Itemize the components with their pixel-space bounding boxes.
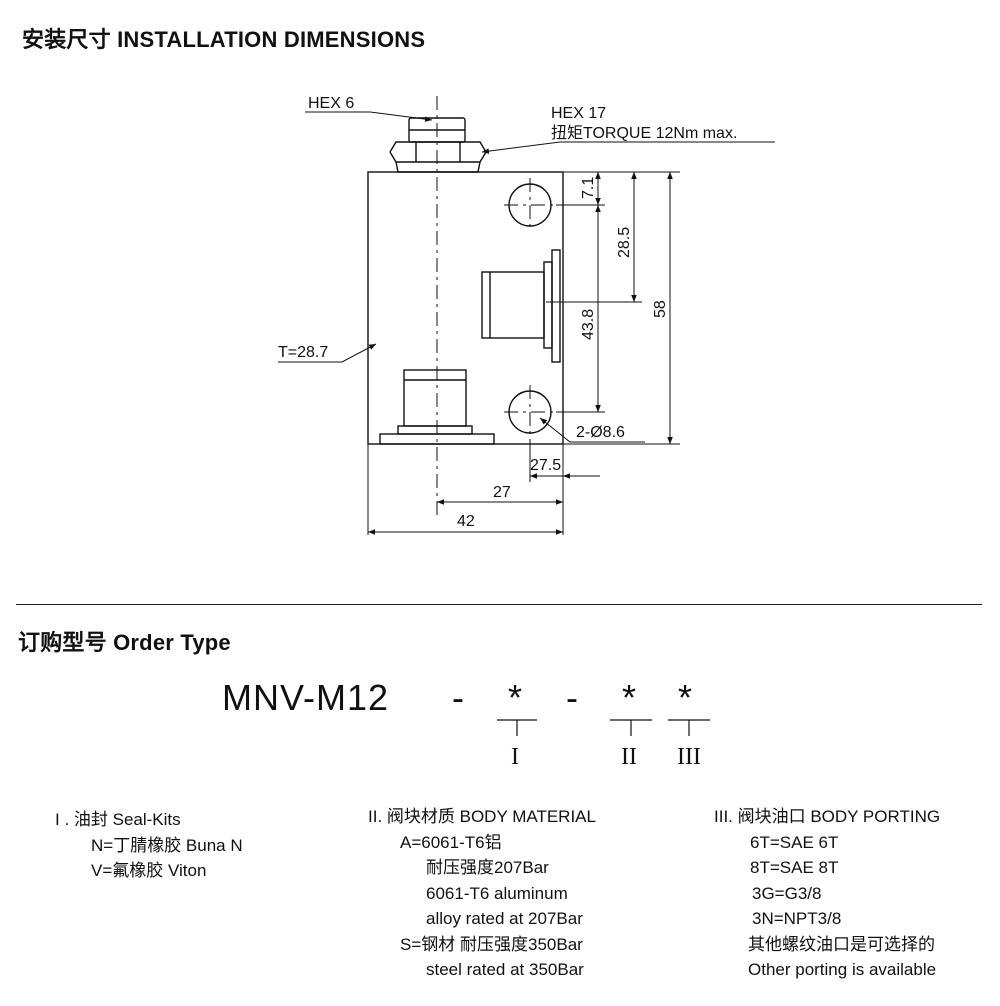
model-code: MNV-M12 — [222, 677, 390, 718]
body-material-heading: II. 阀块材质 BODY MATERIAL — [368, 807, 596, 826]
label-torque: 扭矩TORQUE 12Nm max. — [551, 124, 737, 142]
order-type-title: 订购型号 Order Type — [18, 630, 231, 655]
installation-drawing: HEX 6 HEX 17 扭矩TORQUE 12Nm max. T=28.7 2… — [278, 95, 775, 535]
roman-label-3: III — [677, 744, 701, 770]
seal-option-v: V=氟橡胶 Viton — [91, 861, 207, 880]
model-dash-2: - — [566, 677, 579, 718]
model-dash-1: - — [452, 677, 465, 718]
seal-kits-section: I . 油封 Seal-Kits N=丁腈橡胶 Buna N V=氟橡胶 Vit… — [55, 807, 243, 884]
roman-label-2: II — [621, 744, 637, 770]
section-divider — [16, 604, 982, 605]
installation-dimensions-title: 安装尺寸 INSTALLATION DIMENSIONS — [22, 27, 426, 52]
porting-option-3n: 3N=NPT3/8 — [752, 909, 842, 928]
label-27-5: 27.5 — [530, 457, 561, 474]
porting-option-6t: 6T=SAE 6T — [750, 832, 839, 852]
label-hex6: HEX 6 — [308, 95, 354, 112]
code-bracket-lines — [497, 719, 710, 736]
porting-other-cn: 其他螺纹油口是可选择的 — [748, 934, 935, 954]
porting-option-8t: 8T=SAE 8T — [750, 858, 839, 877]
body-option-s: S=钢材 耐压强度350Bar — [400, 934, 583, 954]
body-option-a-rating: 耐压强度207Bar — [426, 858, 549, 877]
body-porting-heading: III. 阀块油口 BODY PORTING — [714, 807, 941, 826]
label-thickness: T=28.7 — [278, 344, 328, 361]
side-port-fitting — [481, 271, 545, 339]
label-28-5: 28.5 — [616, 227, 633, 258]
label-27: 27 — [493, 484, 511, 501]
porting-option-3g: 3G=G3/8 — [752, 883, 822, 903]
option-placeholder-3: * — [678, 677, 694, 718]
leader-hex17 — [481, 141, 775, 154]
label-hex17: HEX 17 — [551, 105, 606, 122]
label-43-8: 43.8 — [580, 309, 597, 340]
body-option-a-en: 6061-T6 aluminum — [426, 883, 568, 903]
porting-other-en: Other porting is available — [748, 960, 937, 979]
label-58: 58 — [652, 300, 669, 318]
leader-thickness — [278, 343, 377, 363]
label-holes: 2-Ø8.6 — [576, 424, 625, 441]
label-42: 42 — [457, 513, 475, 530]
option-placeholder-2: * — [622, 677, 638, 718]
leader-hex6 — [305, 111, 433, 122]
body-porting-section: III. 阀块油口 BODY PORTING 6T=SAE 6T 8T=SAE … — [714, 804, 940, 983]
seal-option-n: N=丁腈橡胶 Buna N — [91, 835, 243, 855]
roman-label-1: I — [511, 744, 519, 770]
body-material-section: II. 阀块材质 BODY MATERIAL A=6061-T6铝 耐压强度20… — [368, 804, 596, 983]
body-option-a-en-rating: alloy rated at 207Bar — [426, 909, 583, 928]
label-7-1: 7.1 — [580, 177, 597, 199]
bottom-port-fitting — [403, 369, 467, 427]
hex17-nut — [389, 141, 487, 163]
leader-holes — [539, 417, 645, 443]
seal-kits-heading: I . 油封 Seal-Kits — [55, 810, 181, 829]
body-option-a: A=6061-T6铝 — [400, 832, 502, 852]
body-option-s-en: steel rated at 350Bar — [426, 960, 584, 979]
option-placeholder-1: * — [508, 677, 524, 718]
